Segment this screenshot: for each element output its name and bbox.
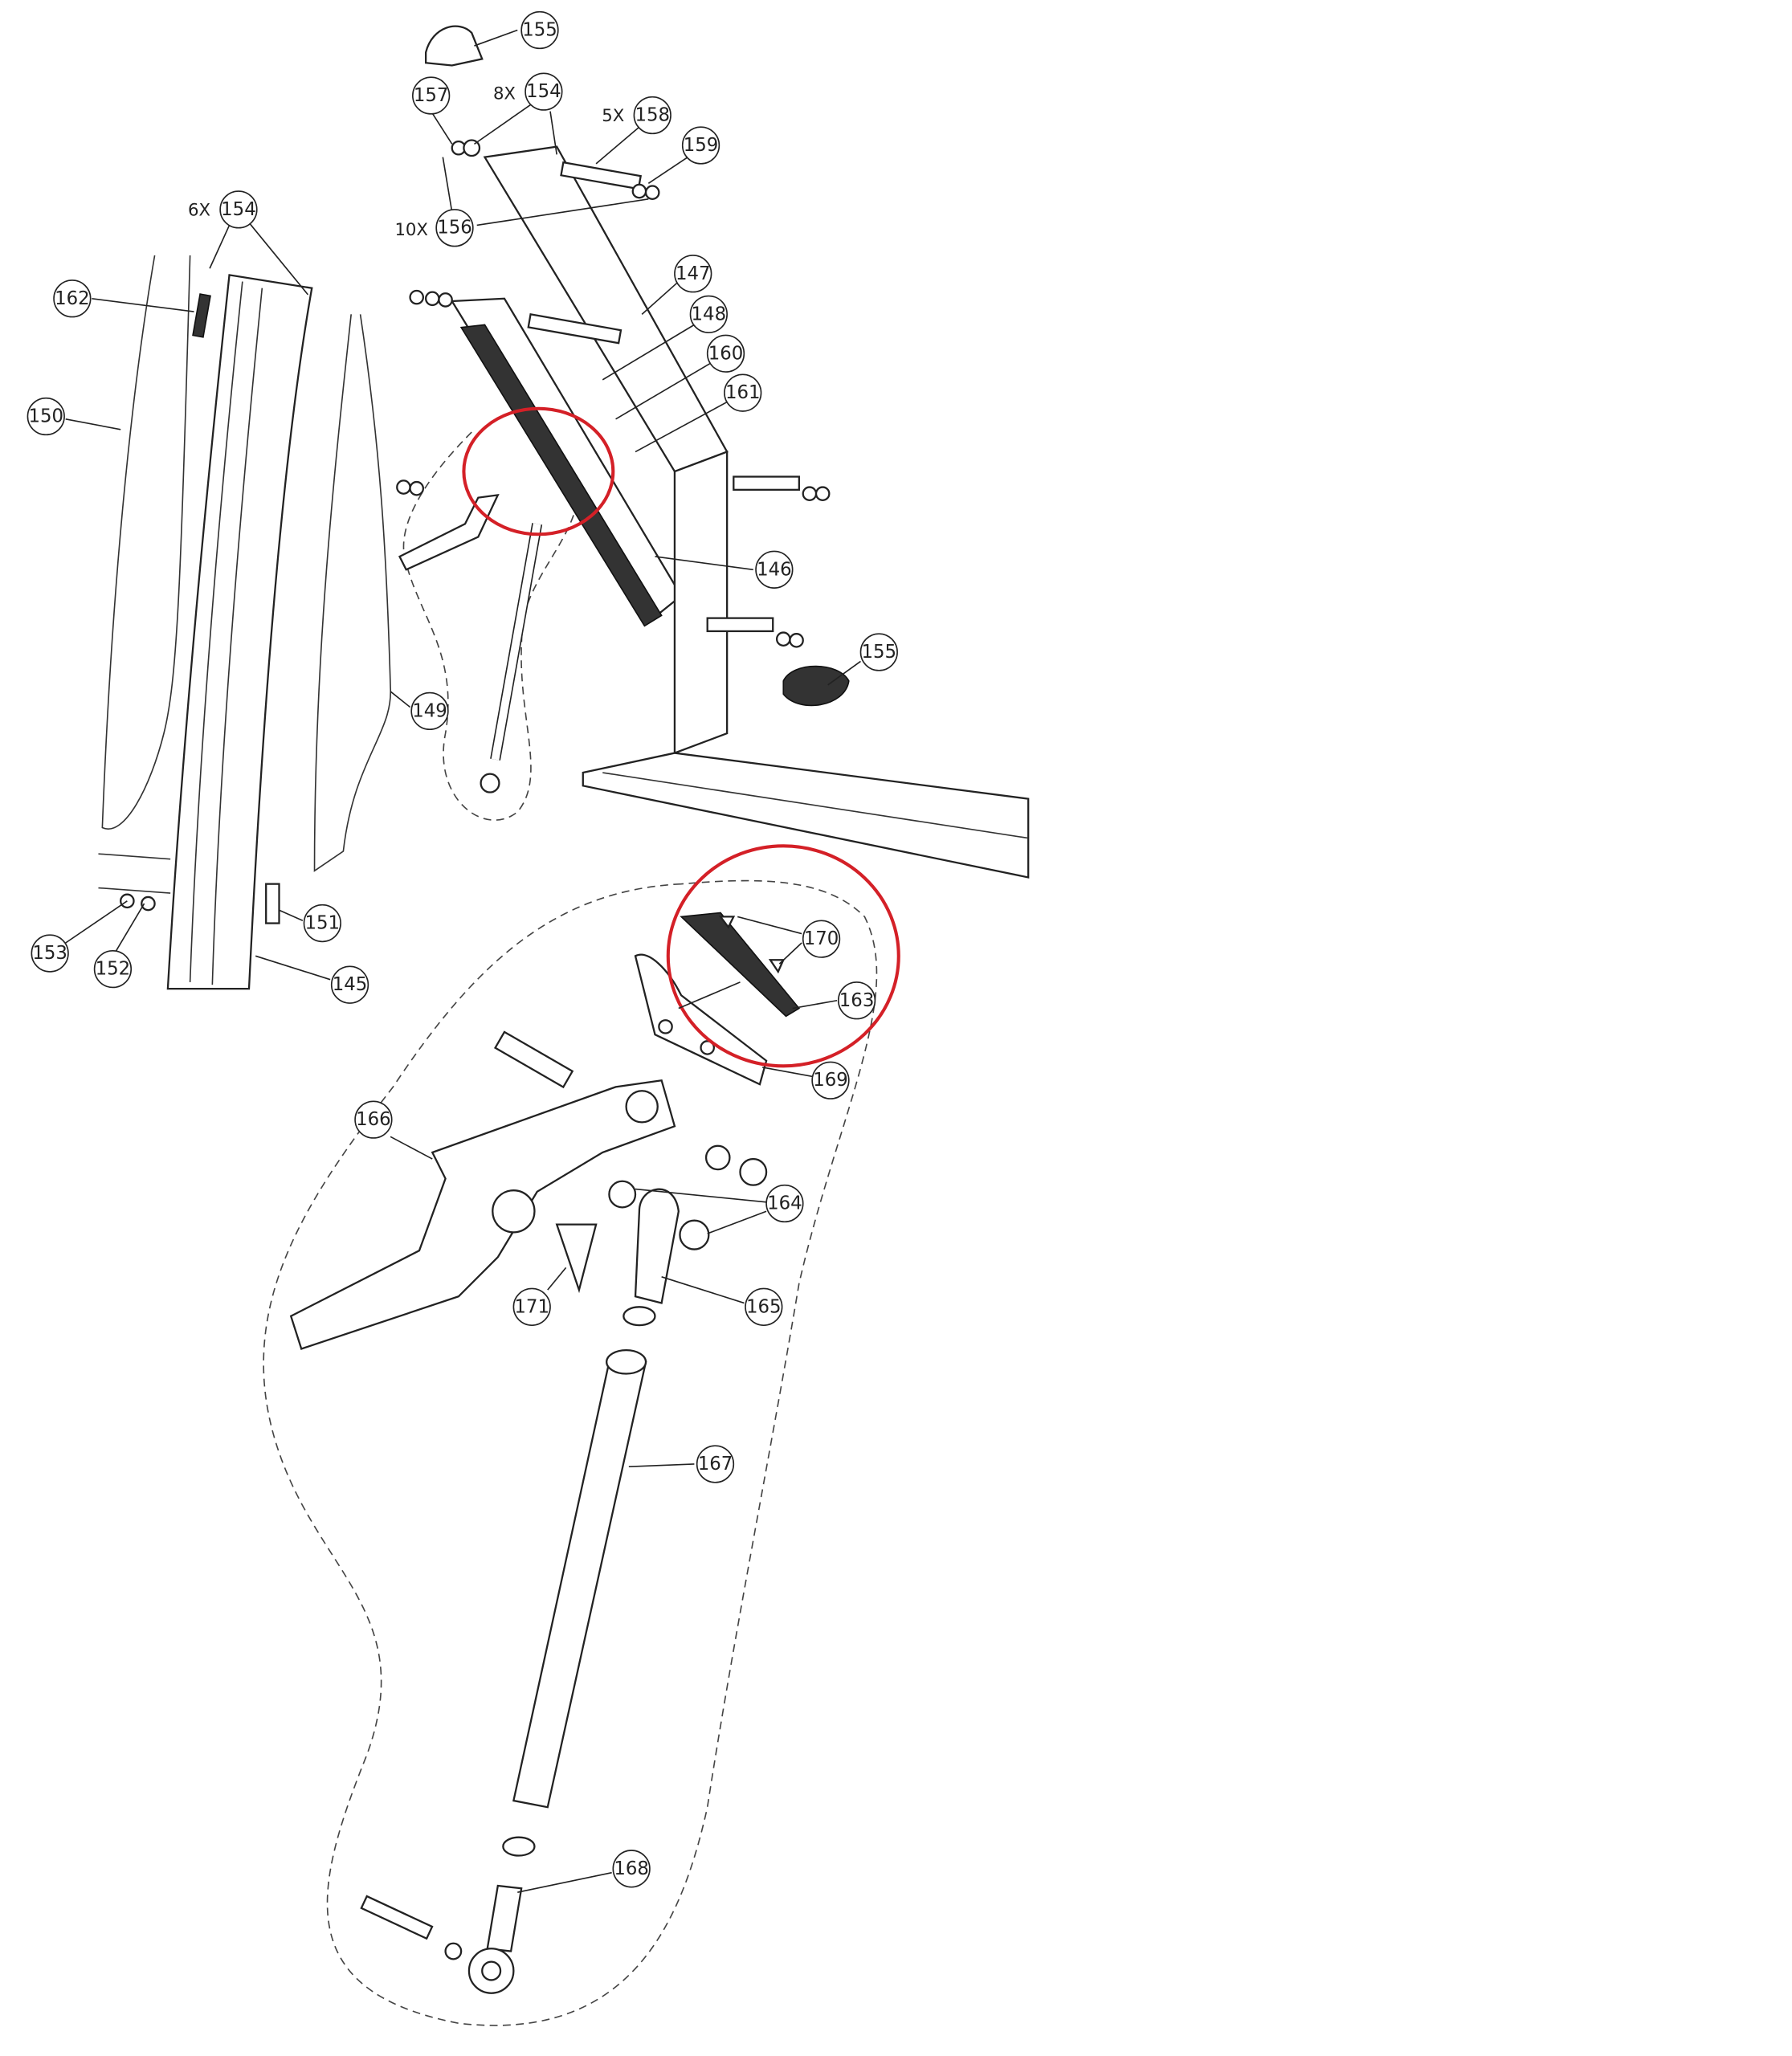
- callout-157: 157: [412, 76, 451, 115]
- svg-text:170: 170: [804, 928, 839, 949]
- svg-text:148: 148: [692, 304, 727, 324]
- callout-154-8x: 8X 154: [493, 72, 563, 111]
- callout-146: 146: [755, 550, 794, 589]
- svg-text:147: 147: [676, 263, 711, 284]
- screw-170: [718, 916, 786, 974]
- bolt: [493, 1030, 574, 1089]
- svg-text:169: 169: [813, 1070, 848, 1091]
- svg-text:155: 155: [522, 20, 557, 41]
- callout-155-top: 155: [520, 10, 559, 50]
- callout-164: 164: [765, 1184, 804, 1223]
- highlight-circle-upper: [462, 406, 615, 536]
- pedal-arm-small: [398, 493, 500, 571]
- pedal-arm-166: [289, 1079, 676, 1350]
- callout-155-side: 155: [859, 633, 898, 671]
- svg-text:6X: 6X: [188, 199, 210, 219]
- svg-text:164: 164: [767, 1193, 802, 1214]
- svg-text:146: 146: [757, 559, 792, 580]
- callout-162: 162: [53, 279, 92, 318]
- leader-lines: [65, 29, 861, 1893]
- svg-text:150: 150: [28, 406, 63, 427]
- svg-text:8X: 8X: [493, 83, 516, 103]
- svg-text:158: 158: [635, 104, 670, 125]
- callout-153: 153: [31, 934, 69, 973]
- callout-171: 171: [512, 1287, 551, 1326]
- callout-163: 163: [837, 981, 876, 1020]
- svg-text:145: 145: [333, 974, 368, 995]
- svg-text:168: 168: [614, 1858, 649, 1879]
- svg-text:160: 160: [708, 343, 744, 364]
- callout-165: 165: [745, 1287, 783, 1326]
- cover-155-side: [782, 665, 850, 707]
- svg-text:159: 159: [684, 135, 719, 156]
- callout-168: 168: [612, 1850, 651, 1888]
- svg-text:156: 156: [437, 218, 472, 239]
- tread-plate-163: [680, 912, 801, 1018]
- panel-149: [313, 314, 391, 872]
- callout-166: 166: [354, 1100, 393, 1139]
- callout-158-5x: 5X 158: [602, 96, 671, 135]
- callout-147: 147: [674, 255, 712, 293]
- base-frame: [582, 752, 1030, 879]
- callout-145: 145: [330, 965, 369, 1004]
- svg-text:165: 165: [746, 1296, 782, 1317]
- svg-text:154: 154: [221, 199, 256, 220]
- callout-154-6x: 6X 154: [188, 190, 258, 229]
- mast: [673, 450, 729, 755]
- svg-text:10X: 10X: [394, 219, 427, 239]
- callout-170: 170: [802, 920, 841, 958]
- callout-159: 159: [681, 126, 720, 165]
- callout-149: 149: [410, 691, 449, 731]
- subassembly-outline-lower: [263, 879, 878, 2026]
- panel-150: [101, 255, 191, 830]
- column-145: [166, 274, 313, 990]
- bracket-151: [265, 883, 280, 924]
- svg-text:149: 149: [412, 700, 447, 721]
- callout-161: 161: [724, 373, 762, 412]
- callout-156-10x: 10X 156: [394, 209, 474, 247]
- rod-end-168: [486, 1884, 523, 1952]
- callout-150: 150: [27, 397, 65, 436]
- callout-160: 160: [706, 334, 745, 373]
- callout-152: 152: [93, 949, 133, 989]
- svg-text:153: 153: [32, 943, 67, 964]
- rod-end-165: [634, 1188, 680, 1304]
- svg-text:151: 151: [305, 913, 341, 934]
- callout-167: 167: [696, 1445, 735, 1483]
- svg-text:152: 152: [96, 959, 131, 980]
- cover-155-top: [424, 25, 484, 67]
- svg-text:166: 166: [356, 1109, 391, 1130]
- svg-text:5X: 5X: [602, 105, 624, 125]
- callout-169: 169: [811, 1061, 850, 1099]
- svg-text:157: 157: [414, 85, 449, 106]
- highlight-circle-lower: [666, 844, 900, 1068]
- svg-text:163: 163: [839, 990, 875, 1011]
- actuator-167: [512, 1360, 647, 1809]
- svg-text:162: 162: [55, 288, 90, 309]
- plate-162: [192, 293, 211, 338]
- svg-text:155: 155: [862, 642, 897, 663]
- callout-148: 148: [689, 295, 728, 333]
- subassembly-outline-upper: [402, 431, 579, 821]
- pin-set: [396, 139, 831, 648]
- bumper-171: [555, 1223, 598, 1294]
- svg-text:154: 154: [526, 81, 561, 102]
- callout-151: 151: [303, 904, 341, 943]
- svg-text:167: 167: [698, 1454, 733, 1475]
- svg-text:161: 161: [725, 382, 761, 403]
- svg-text:171: 171: [514, 1296, 549, 1317]
